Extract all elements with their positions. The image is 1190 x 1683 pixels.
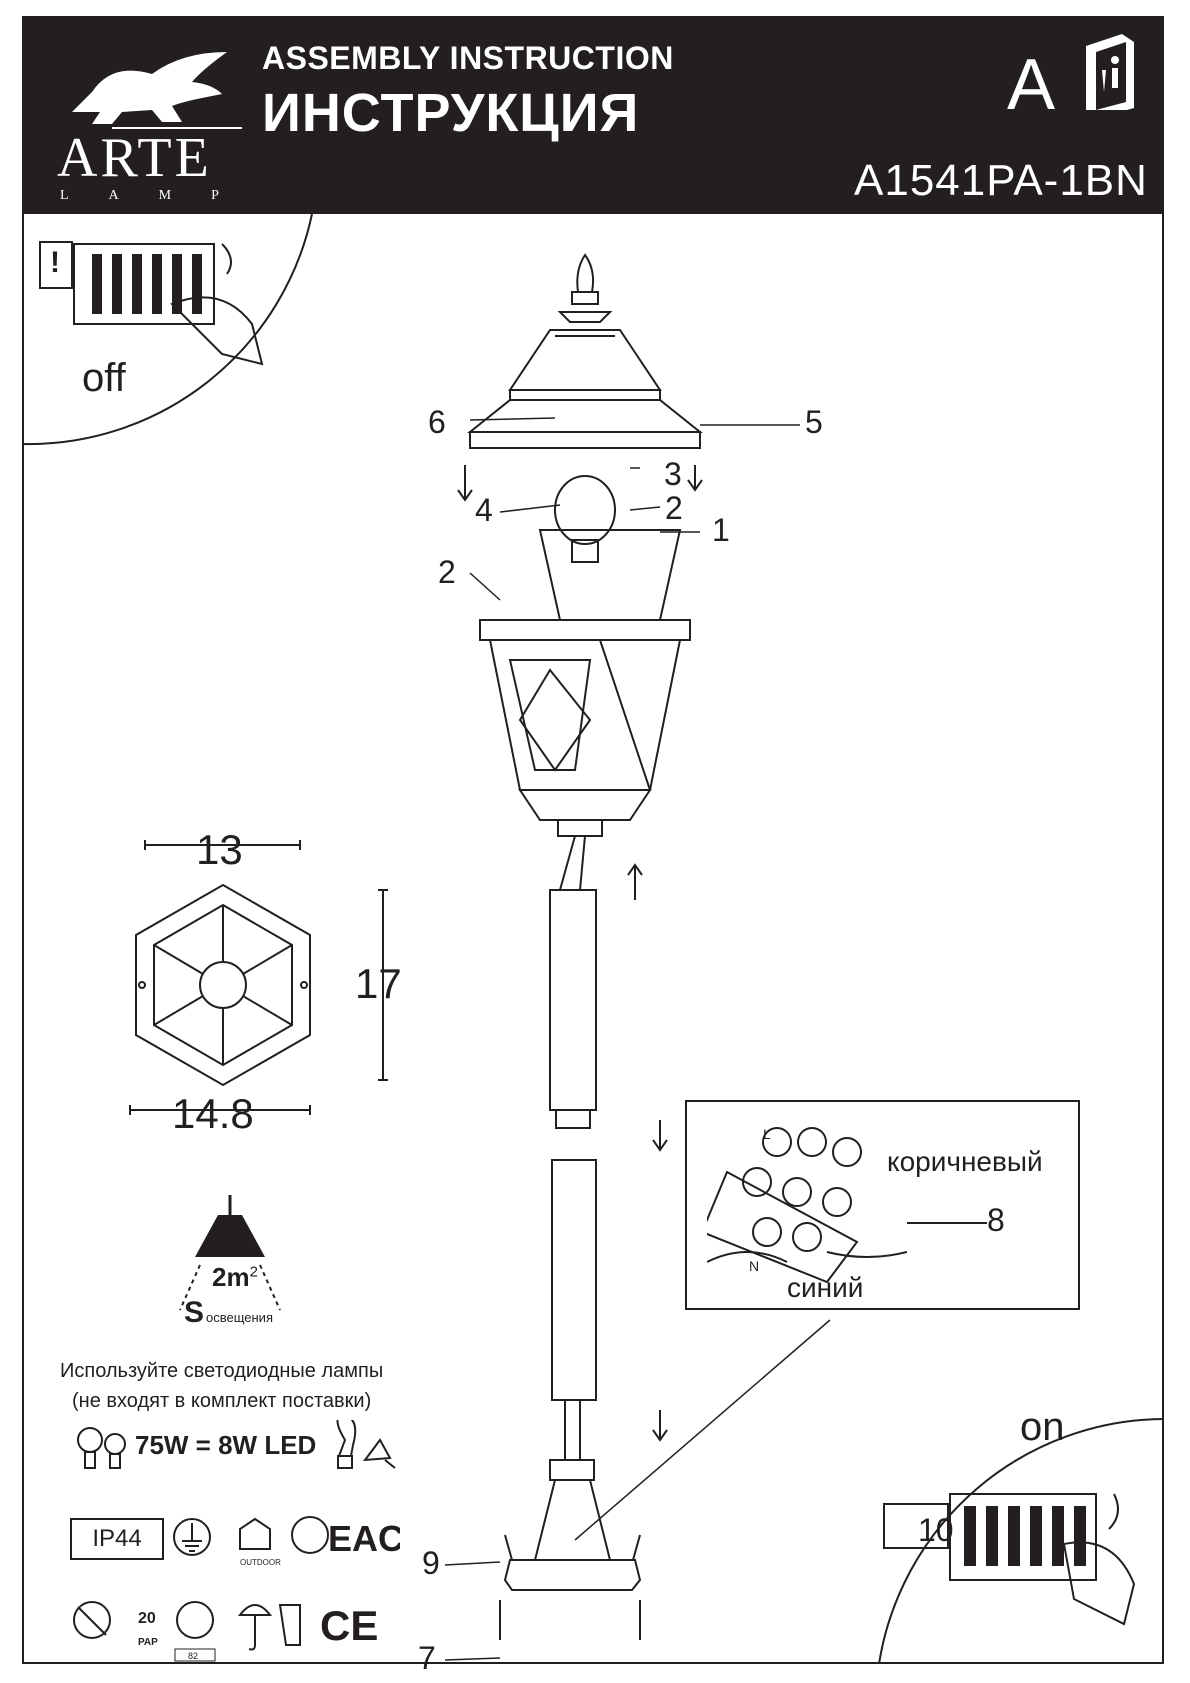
part-label-5: 5 bbox=[805, 404, 823, 440]
part-label-7: 7 bbox=[418, 1640, 436, 1676]
cert-code: 82 bbox=[188, 1651, 198, 1661]
ce-mark: CE bbox=[320, 1602, 378, 1649]
on-label: on bbox=[1020, 1405, 1065, 1449]
off-label: off bbox=[82, 356, 126, 400]
class-letter: A bbox=[1007, 45, 1056, 125]
warning-mark: ! bbox=[50, 246, 60, 279]
power-on-diagram bbox=[878, 1418, 1164, 1664]
illum-area: 2m2 bbox=[212, 1262, 258, 1292]
dim-top: 13 bbox=[196, 826, 243, 873]
callout-line-8 bbox=[907, 1222, 987, 1224]
recycle-text: PAP bbox=[138, 1637, 158, 1648]
brand-sub: LAMP bbox=[60, 188, 259, 203]
part-label-6: 6 bbox=[428, 404, 446, 440]
title-ru: ИНСТРУКЦИЯ bbox=[262, 83, 640, 143]
dim-bottom: 14.8 bbox=[172, 1090, 254, 1137]
illum-s: S bbox=[184, 1296, 205, 1329]
part-label-1: 1 bbox=[712, 512, 730, 548]
led-note-line1: Используйте светодиодные лампы bbox=[60, 1360, 384, 1382]
part-label-2b: 2 bbox=[665, 490, 683, 526]
brand-griffin-logo bbox=[72, 52, 242, 129]
wire-blue-label: синий bbox=[787, 1272, 864, 1303]
recycle-number: 20 bbox=[138, 1610, 156, 1627]
bulb-icons bbox=[77, 1420, 396, 1469]
ip-rating-badge: IP44 bbox=[70, 1518, 164, 1560]
outdoor-label: OUTDOOR bbox=[240, 1558, 281, 1567]
title-en: ASSEMBLY INSTRUCTION bbox=[262, 40, 674, 76]
step-10-label: 10 bbox=[918, 1512, 954, 1548]
led-note-line2: (не входят в комплект поставки) bbox=[72, 1390, 372, 1412]
wire-N: N bbox=[749, 1258, 760, 1274]
part-label-9: 9 bbox=[422, 1545, 440, 1581]
led-equiv: 75W = 8W LED bbox=[135, 1430, 317, 1460]
brand-name: ARTE bbox=[57, 127, 212, 189]
model-number: A1541PA-1BN bbox=[854, 156, 1148, 205]
dim-height: 17 bbox=[355, 960, 402, 1007]
eac-mark: EAC bbox=[328, 1518, 400, 1559]
terminal-block-illustration bbox=[707, 1127, 907, 1284]
wire-brown-label: коричневый bbox=[887, 1146, 1043, 1177]
wiring-detail-box: L N коричневый синий 8 bbox=[685, 1100, 1080, 1310]
illum-label: освещения bbox=[206, 1310, 273, 1325]
wire-L: L bbox=[763, 1126, 771, 1142]
part-label-2a: 2 bbox=[438, 554, 456, 590]
book-info-icon bbox=[1086, 34, 1134, 110]
illumination-icon bbox=[179, 1195, 281, 1311]
power-off-diagram bbox=[22, 214, 313, 446]
part-label-3: 3 bbox=[664, 456, 682, 492]
part-label-8: 8 bbox=[987, 1202, 1005, 1238]
cert-icons: OUTDOOR 20 PAP 82 EAC CE bbox=[73, 1516, 400, 1662]
dimension-diagram bbox=[129, 840, 388, 1115]
header-bar: ARTE LAMP ASSEMBLY INSTRUCTION ИНСТРУКЦИ… bbox=[22, 16, 1164, 214]
part-label-4: 4 bbox=[475, 492, 493, 528]
